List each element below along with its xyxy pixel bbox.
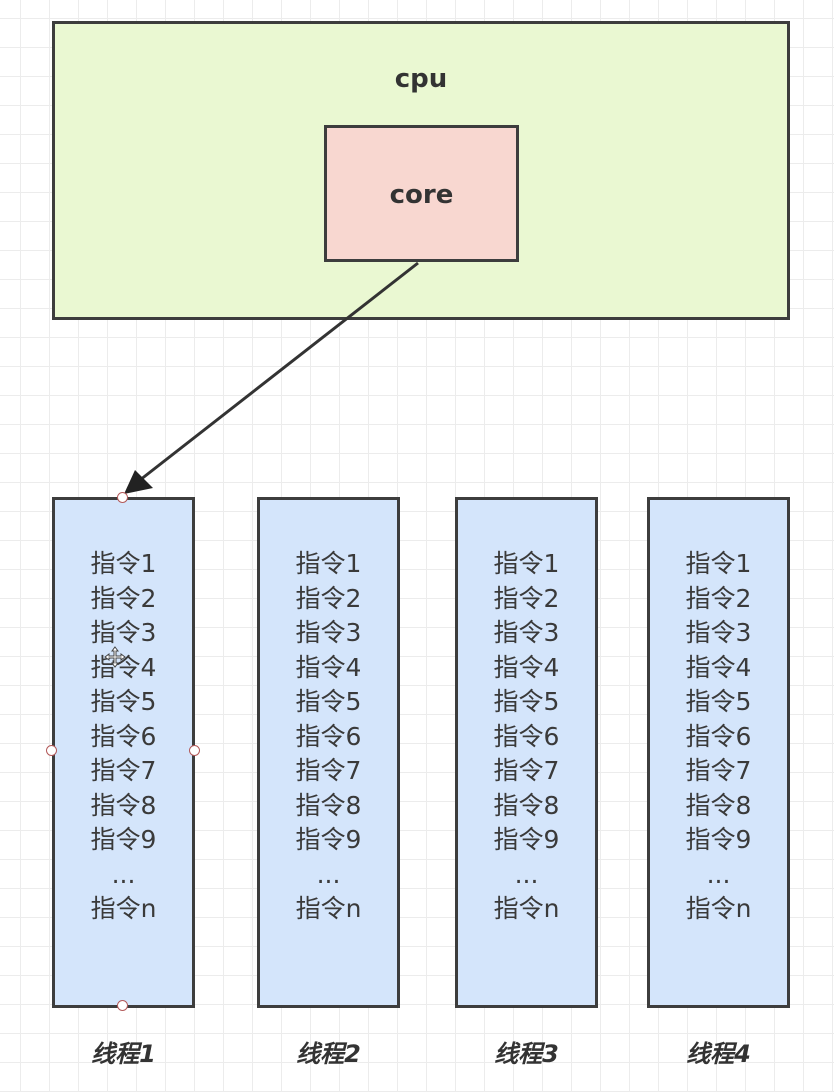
thread-label-1[interactable]: 线程1 xyxy=(91,1040,156,1068)
instruction-item: 指令7 xyxy=(493,756,560,785)
instruction-item: 指令n xyxy=(685,894,752,923)
instruction-item: 指令4 xyxy=(685,652,752,682)
instruction-item: 指令6 xyxy=(685,721,752,751)
instruction-ellipsis: ... xyxy=(316,859,341,889)
thread-box-2[interactable]: 指令1 指令2 指令3 指令4 指令5 指令6 指令7 指令8 指令9 ... … xyxy=(257,497,400,1008)
instruction-item: 指令2 xyxy=(685,583,752,613)
instruction-item: 指令6 xyxy=(295,721,362,751)
instruction-item: 指令1 xyxy=(90,549,157,578)
instruction-list: 指令1 指令2 指令3 指令4 指令5 指令6 指令7 指令8 指令9 ... … xyxy=(458,547,595,927)
instruction-item: 指令8 xyxy=(685,790,752,820)
instruction-item: 指令7 xyxy=(90,756,157,785)
thread-label-2[interactable]: 线程2 xyxy=(296,1040,361,1068)
arrow-line xyxy=(139,261,419,482)
cpu-label: cpu xyxy=(394,64,448,94)
instruction-list: 指令1 指令2 指令3 指令4 指令5 指令6 指令7 指令8 指令9 ... … xyxy=(55,547,192,927)
instruction-list: 指令1 指令2 指令3 指令4 指令5 指令6 指令7 指令8 指令9 ... … xyxy=(260,547,397,927)
instruction-item: 指令7 xyxy=(685,756,752,785)
connection-handle-left[interactable] xyxy=(46,745,57,756)
thread-label-4[interactable]: 线程4 xyxy=(686,1040,751,1068)
instruction-item: 指令6 xyxy=(90,721,157,751)
instruction-ellipsis: ... xyxy=(111,859,136,889)
instruction-item: 指令5 xyxy=(90,687,157,716)
instruction-list: 指令1 指令2 指令3 指令4 指令5 指令6 指令7 指令8 指令9 ... … xyxy=(650,547,787,927)
instruction-item: 指令9 xyxy=(90,825,157,854)
instruction-item: 指令8 xyxy=(493,790,560,820)
instruction-item: 指令2 xyxy=(90,583,157,613)
thread-box-1[interactable]: 指令1 指令2 指令3 指令4 指令5 指令6 指令7 指令8 指令9 ... … xyxy=(52,497,195,1008)
instruction-item: 指令5 xyxy=(493,687,560,716)
connection-handle-top[interactable] xyxy=(117,492,128,503)
instruction-item: 指令8 xyxy=(90,790,157,820)
instruction-item: 指令2 xyxy=(493,583,560,613)
core-box[interactable]: core xyxy=(324,125,519,262)
instruction-item: 指令3 xyxy=(295,618,362,647)
instruction-item: 指令n xyxy=(90,894,157,923)
instruction-item: 指令4 xyxy=(295,652,362,682)
instruction-item: 指令4 xyxy=(493,652,560,682)
instruction-item: 指令1 xyxy=(685,549,752,578)
instruction-item: 指令9 xyxy=(685,825,752,854)
instruction-item: 指令2 xyxy=(295,583,362,613)
instruction-ellipsis: ... xyxy=(514,859,539,889)
thread-box-4[interactable]: 指令1 指令2 指令3 指令4 指令5 指令6 指令7 指令8 指令9 ... … xyxy=(647,497,790,1008)
instruction-item: 指令1 xyxy=(493,549,560,578)
instruction-item: 指令n xyxy=(493,894,560,923)
core-label: core xyxy=(389,180,454,210)
instruction-item: 指令9 xyxy=(493,825,560,854)
instruction-item: 指令3 xyxy=(493,618,560,647)
thread-box-3[interactable]: 指令1 指令2 指令3 指令4 指令5 指令6 指令7 指令8 指令9 ... … xyxy=(455,497,598,1008)
instruction-item: 指令n xyxy=(295,894,362,923)
instruction-item: 指令1 xyxy=(295,549,362,578)
instruction-ellipsis: ... xyxy=(706,859,731,889)
instruction-item: 指令8 xyxy=(295,790,362,820)
move-cursor-icon xyxy=(104,646,126,668)
instruction-item: 指令9 xyxy=(295,825,362,854)
instruction-item: 指令5 xyxy=(685,687,752,716)
instruction-item: 指令3 xyxy=(90,618,157,647)
instruction-item: 指令6 xyxy=(493,721,560,751)
thread-label-3[interactable]: 线程3 xyxy=(494,1040,559,1068)
arrowhead-icon xyxy=(124,470,153,494)
instruction-item: 指令7 xyxy=(295,756,362,785)
connection-handle-right[interactable] xyxy=(189,745,200,756)
connection-handle-bottom[interactable] xyxy=(117,1000,128,1011)
instruction-item: 指令5 xyxy=(295,687,362,716)
instruction-item: 指令3 xyxy=(685,618,752,647)
